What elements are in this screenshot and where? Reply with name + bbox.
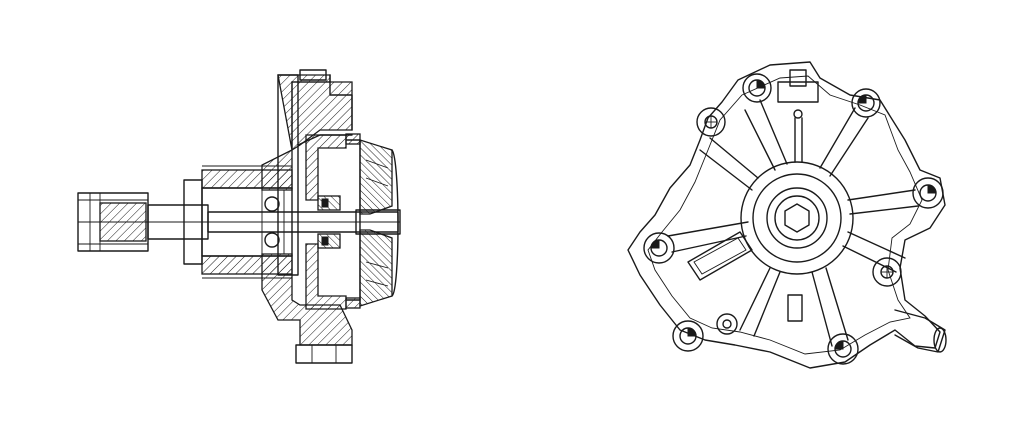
- top-boss: [789, 69, 807, 87]
- bolt-lug-bottom-left: [672, 320, 704, 352]
- shaft-seal: [317, 195, 341, 249]
- outlet-pipe: [894, 309, 947, 353]
- bolt-lug-right: [912, 177, 944, 209]
- gland-top: [345, 133, 361, 145]
- rect-boss: [787, 294, 803, 322]
- ribs: [667, 99, 919, 347]
- bolt-lug-right-lower: [872, 257, 902, 287]
- hex-nut-icon: [784, 203, 810, 233]
- top-slot: [777, 81, 819, 103]
- front-view: [627, 61, 947, 369]
- impeller: [355, 139, 401, 307]
- bolt-lug-left: [643, 232, 675, 264]
- cross-section-view: [77, 69, 401, 364]
- housing-outline: [627, 61, 946, 369]
- bracket-slot: [687, 231, 753, 281]
- bolt-lug-top-right: [851, 88, 881, 118]
- bolt-lug-left-upper: [696, 107, 726, 137]
- bolt-lug-bottom: [827, 333, 859, 365]
- shaft-spline-end: [77, 192, 149, 252]
- pump-housing: [261, 69, 353, 364]
- gland-bottom: [345, 297, 361, 309]
- bolt-lug-top-left: [742, 73, 772, 103]
- central-hub: [740, 161, 854, 275]
- bolt-lug-bottom-mid: [716, 313, 738, 335]
